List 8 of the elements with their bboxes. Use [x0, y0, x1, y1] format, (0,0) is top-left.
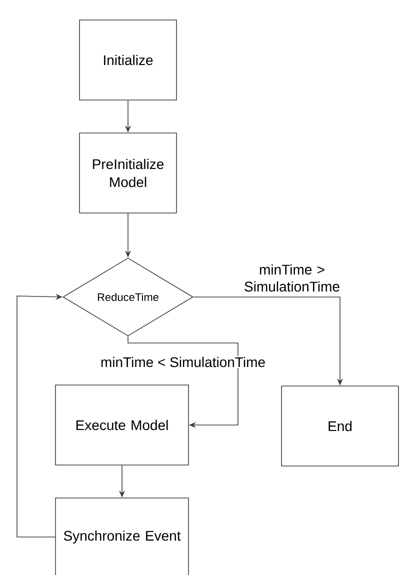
edge-label: minTime > SimulationTime [241, 263, 343, 293]
process-box: PreInitialize Model [79, 132, 177, 214]
process-box: Initialize [79, 20, 177, 100]
arrow [128, 336, 238, 428]
process-box: Synchronize Event [55, 498, 189, 575]
process-box: Execute Model [55, 384, 189, 466]
edge-label: minTime < SimulationTime [99, 356, 267, 368]
process-box: End [281, 386, 399, 466]
